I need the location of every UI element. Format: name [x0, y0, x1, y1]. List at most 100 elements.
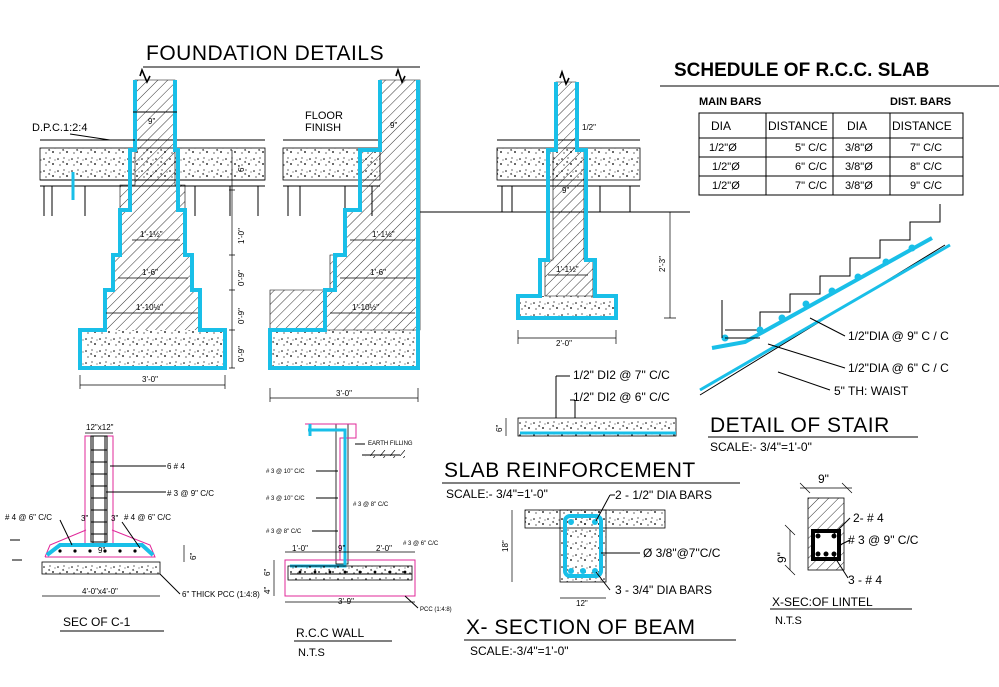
slab-section: 1/2" DI2 @ 7" C/C 1/2" DI2 @ 6" C/C 6" S… — [442, 368, 740, 501]
f1-step2: 1'-6" — [142, 268, 158, 277]
wall-r4: # 3 @ 8" C/C — [266, 529, 302, 535]
col-d3a: 3" — [81, 514, 88, 523]
wall-d1: 1'-0" — [292, 544, 308, 553]
col-half: 1/2" — [582, 123, 596, 132]
schedule-cell: 9" C/C — [910, 180, 942, 192]
f2-width: 3'-0" — [336, 389, 352, 398]
column-c1: 12"x12" 6 # 4 # 3 @ 9" C/C # 4 @ 6" C/C … — [5, 423, 260, 632]
schedule-cell: 3/8"Ø — [845, 180, 873, 192]
stair-label1: 1/2"DIA @ 9" C / C — [848, 329, 949, 343]
f2-step3: 1'-10½" — [352, 303, 379, 312]
wall-r2: # 3 @ 10" C/C — [266, 496, 305, 502]
f1-step1: 1'-1½" — [140, 230, 163, 239]
schedule-group-dist: DIST. BARS — [890, 96, 951, 108]
col-height: 2'-3" — [658, 256, 667, 272]
f1-dim-0-9c: 0'-9" — [237, 346, 246, 362]
wall-width: 3'-9" — [338, 597, 354, 606]
col-pcc: 6" THICK PCC (1:4:8) — [182, 590, 260, 599]
f1-step3: 1'-10½" — [136, 303, 163, 312]
schedule-cell: 1/2"Ø — [709, 142, 737, 154]
schedule-cell: 7" C/C — [910, 142, 942, 154]
wall-d2: 2'-0" — [376, 544, 392, 553]
wall-r1: # 3 @ 10" C/C — [266, 469, 305, 475]
lintel-bottom: 3 - # 4 — [848, 573, 882, 587]
beam-depth: 18" — [501, 540, 510, 552]
lintel-title: X-SEC:OF LINTEL — [772, 595, 873, 609]
foundation-section-1: 9" 1'-1½" 1'-6" 1'-10½" D.P.C.1:2:4 6" 1… — [32, 67, 266, 389]
schedule-header: DIA — [711, 119, 731, 133]
foundation-section-2: FLOOR FINISH 9" 1'-1½" 1'-6" 1'-10½" 3'-… — [268, 67, 421, 402]
f1-dim-6: 6" — [237, 165, 246, 172]
lintel-top: 2- # 4 — [853, 511, 884, 525]
slab-schedule: SCHEDULE OF R.C.C. SLAB MAIN BARS DIST. … — [660, 60, 999, 196]
col-d3b: 3" — [111, 514, 118, 523]
schedule-cell: 1/2"Ø — [712, 180, 740, 192]
stair-title: DETAIL OF STAIR — [710, 414, 890, 437]
schedule-cell: 6" C/C — [795, 161, 827, 173]
col-bars: 6 # 4 — [167, 462, 185, 471]
col-d6: 6" — [189, 553, 198, 560]
wall-nts: N.T.S — [298, 647, 325, 659]
col-width: 4'-0"x4'-0" — [82, 587, 118, 596]
slab-label1: 1/2" DI2 @ 7" C/C — [573, 368, 670, 382]
f2-wall-9: 9" — [390, 121, 397, 130]
wall-d9: 9" — [338, 544, 345, 553]
wall-r5: # 3 @ 6" C/C — [403, 541, 439, 547]
col-width: 2'-0" — [556, 339, 572, 348]
f1-width: 3'-0" — [142, 375, 158, 384]
stair-scale: SCALE:- 3/4"=1'-0" — [710, 440, 812, 454]
col-9: 9" — [562, 186, 569, 195]
schedule-header: DIA — [847, 119, 867, 133]
floor-finish-1: FLOOR — [305, 110, 343, 122]
wall-earth: EARTH FILLING — [368, 441, 413, 447]
wall-r3: # 3 @ 8" C/C — [353, 502, 389, 508]
stair-label3: 5" TH: WAIST — [834, 384, 909, 398]
floor-finish-2: FINISH — [305, 122, 341, 134]
schedule-cell: 8" C/C — [910, 161, 942, 173]
col-step: 1'-1½" — [556, 265, 579, 274]
f1-wall-9: 9" — [148, 117, 155, 126]
wall-d6: 6" — [263, 569, 272, 576]
beam-top: 2 - 1/2" DIA BARS — [615, 488, 712, 502]
slab-title: SLAB REINFORCEMENT — [444, 459, 696, 482]
lintel-stirrup: # 3 @ 9" C/C — [848, 533, 919, 547]
col-size: 12"x12" — [86, 423, 114, 432]
schedule-cell: 3/8"Ø — [845, 161, 873, 173]
schedule-cell: 1/2"Ø — [712, 161, 740, 173]
beam-section: 2 - 1/2" DIA BARS Ø 3/8"@7"C/C 3 - 3/4" … — [464, 488, 736, 658]
beam-scale: SCALE:-3/4"=1'-0" — [470, 644, 569, 658]
slab-thk: 6" — [495, 425, 504, 432]
lintel-section: 9" 9" 2- # 4 # 3 @ 9" C/C 3 - # 4 X-SEC:… — [770, 472, 919, 627]
schedule-group-main: MAIN BARS — [699, 96, 761, 108]
f2-step1: 1'-1½" — [372, 230, 395, 239]
stair-detail: 1/2"DIA @ 9" C / C 1/2"DIA @ 6" C / C 5"… — [699, 204, 951, 454]
col-title: SEC OF C-1 — [63, 615, 131, 629]
beam-width: 12" — [576, 599, 588, 608]
wall-d4: 4" — [263, 587, 272, 594]
beam-title: X- SECTION OF BEAM — [466, 616, 696, 639]
stair-label2: 1/2"DIA @ 6" C / C — [848, 361, 949, 375]
f1-dim-0-9a: 0'-9" — [237, 270, 246, 286]
col-mesh-right: # 4 @ 6" C/C — [124, 513, 171, 522]
column-footing: 1/2" 9" 1'-1½" 2'-3" 2'-0" — [496, 69, 676, 348]
slab-scale: SCALE:- 3/4"=1'-0" — [446, 487, 548, 501]
col-d9: 9" — [98, 546, 105, 555]
col-ties: # 3 @ 9" C/C — [167, 489, 214, 498]
wall-title: R.C.C WALL — [296, 626, 365, 640]
f1-dim-1-0: 1'-0" — [237, 228, 246, 244]
lintel-width: 9" — [818, 472, 829, 486]
schedule-header: DISTANCE — [768, 119, 828, 133]
col-mesh-left: # 4 @ 6" C/C — [5, 513, 52, 522]
dpc-label: D.P.C.1:2:4 — [32, 122, 87, 134]
beam-bottom: 3 - 3/4" DIA BARS — [615, 583, 712, 597]
schedule-cell: 7" C/C — [795, 180, 827, 192]
schedule-cell: 3/8"Ø — [845, 142, 873, 154]
lintel-nts: N.T.S — [775, 615, 802, 627]
foundation-title: FOUNDATION DETAILS — [146, 42, 384, 65]
schedule-title: SCHEDULE OF R.C.C. SLAB — [674, 60, 929, 81]
slab-label2: 1/2" DI2 @ 6" C/C — [573, 390, 670, 404]
wall-pcc: PCC (1:4:8) — [420, 607, 452, 613]
lintel-depth: 9" — [775, 552, 789, 563]
schedule-cell: 5" C/C — [795, 142, 827, 154]
